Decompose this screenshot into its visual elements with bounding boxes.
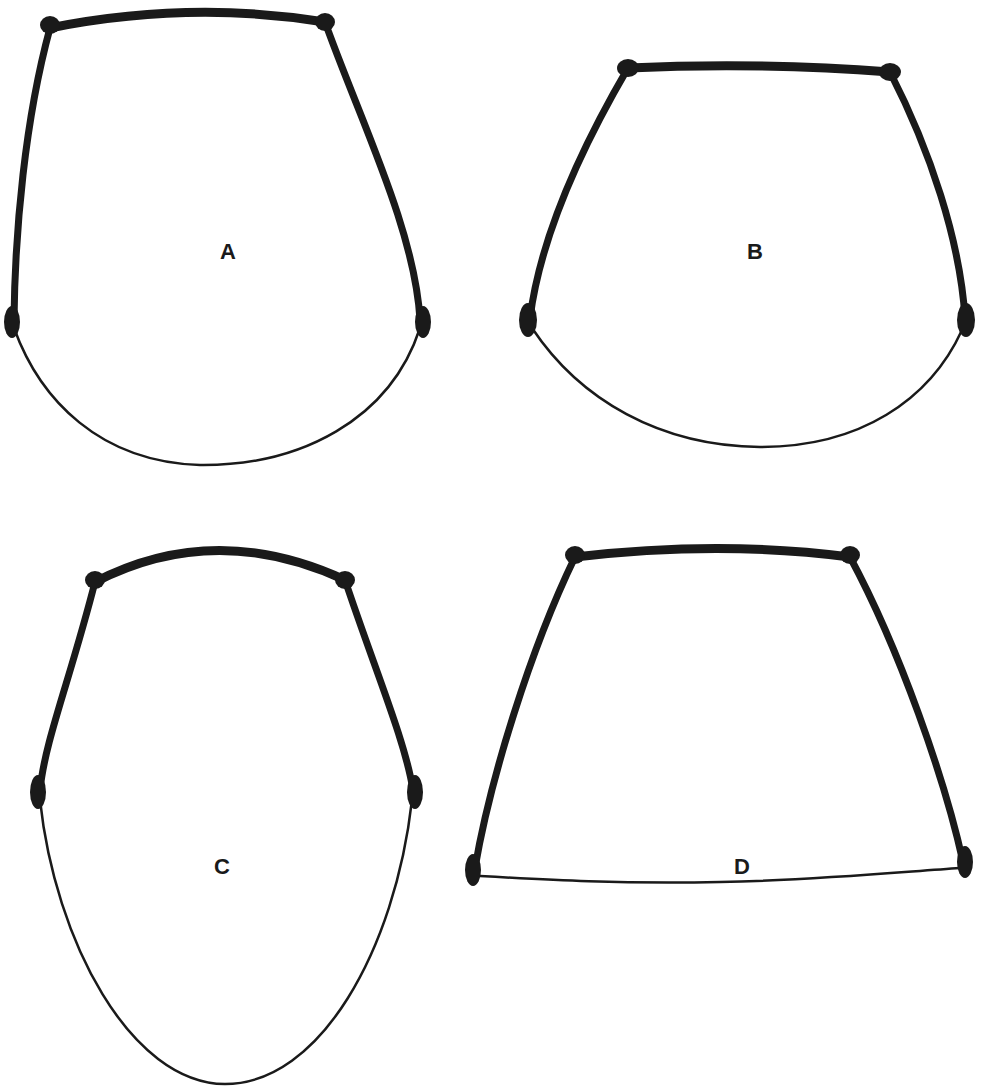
knob	[957, 846, 973, 878]
wall-line	[890, 72, 965, 318]
knob	[879, 63, 901, 81]
figure-letter: C	[214, 856, 230, 878]
knob	[565, 546, 585, 564]
base-line	[14, 328, 420, 465]
wall-line	[575, 549, 850, 558]
outline-drawing	[0, 0, 440, 475]
knob	[415, 306, 431, 338]
wall-line	[628, 66, 890, 72]
knob	[4, 306, 20, 338]
knob	[465, 854, 481, 886]
knob	[840, 546, 860, 564]
wall-line	[95, 550, 345, 582]
figure-letter: B	[747, 241, 763, 263]
knob	[957, 303, 975, 337]
wall-line	[850, 557, 963, 862]
base-line	[532, 328, 962, 447]
knob	[30, 775, 46, 809]
wall-line	[475, 557, 575, 868]
cross-section-a: A	[0, 0, 440, 475]
knob	[617, 59, 639, 77]
knob	[407, 775, 423, 809]
wall-line	[325, 22, 420, 320]
figure-letter: D	[734, 856, 750, 878]
knob	[85, 571, 105, 589]
base-line	[40, 800, 412, 1084]
wall-line	[14, 28, 50, 320]
cross-section-d: D	[463, 540, 978, 890]
wall-line	[50, 12, 325, 28]
wall-line	[530, 68, 628, 318]
knob	[519, 303, 537, 337]
wall-line	[345, 580, 413, 790]
knob	[315, 13, 335, 31]
wall-line	[40, 582, 95, 790]
knob	[335, 571, 355, 589]
base-line	[480, 868, 960, 883]
outline-drawing	[25, 525, 430, 1090]
figure-letter: A	[220, 241, 236, 263]
outline-drawing	[463, 540, 978, 890]
cross-section-c: C	[25, 525, 430, 1090]
knob	[40, 16, 60, 34]
cross-section-b: B	[515, 45, 980, 455]
